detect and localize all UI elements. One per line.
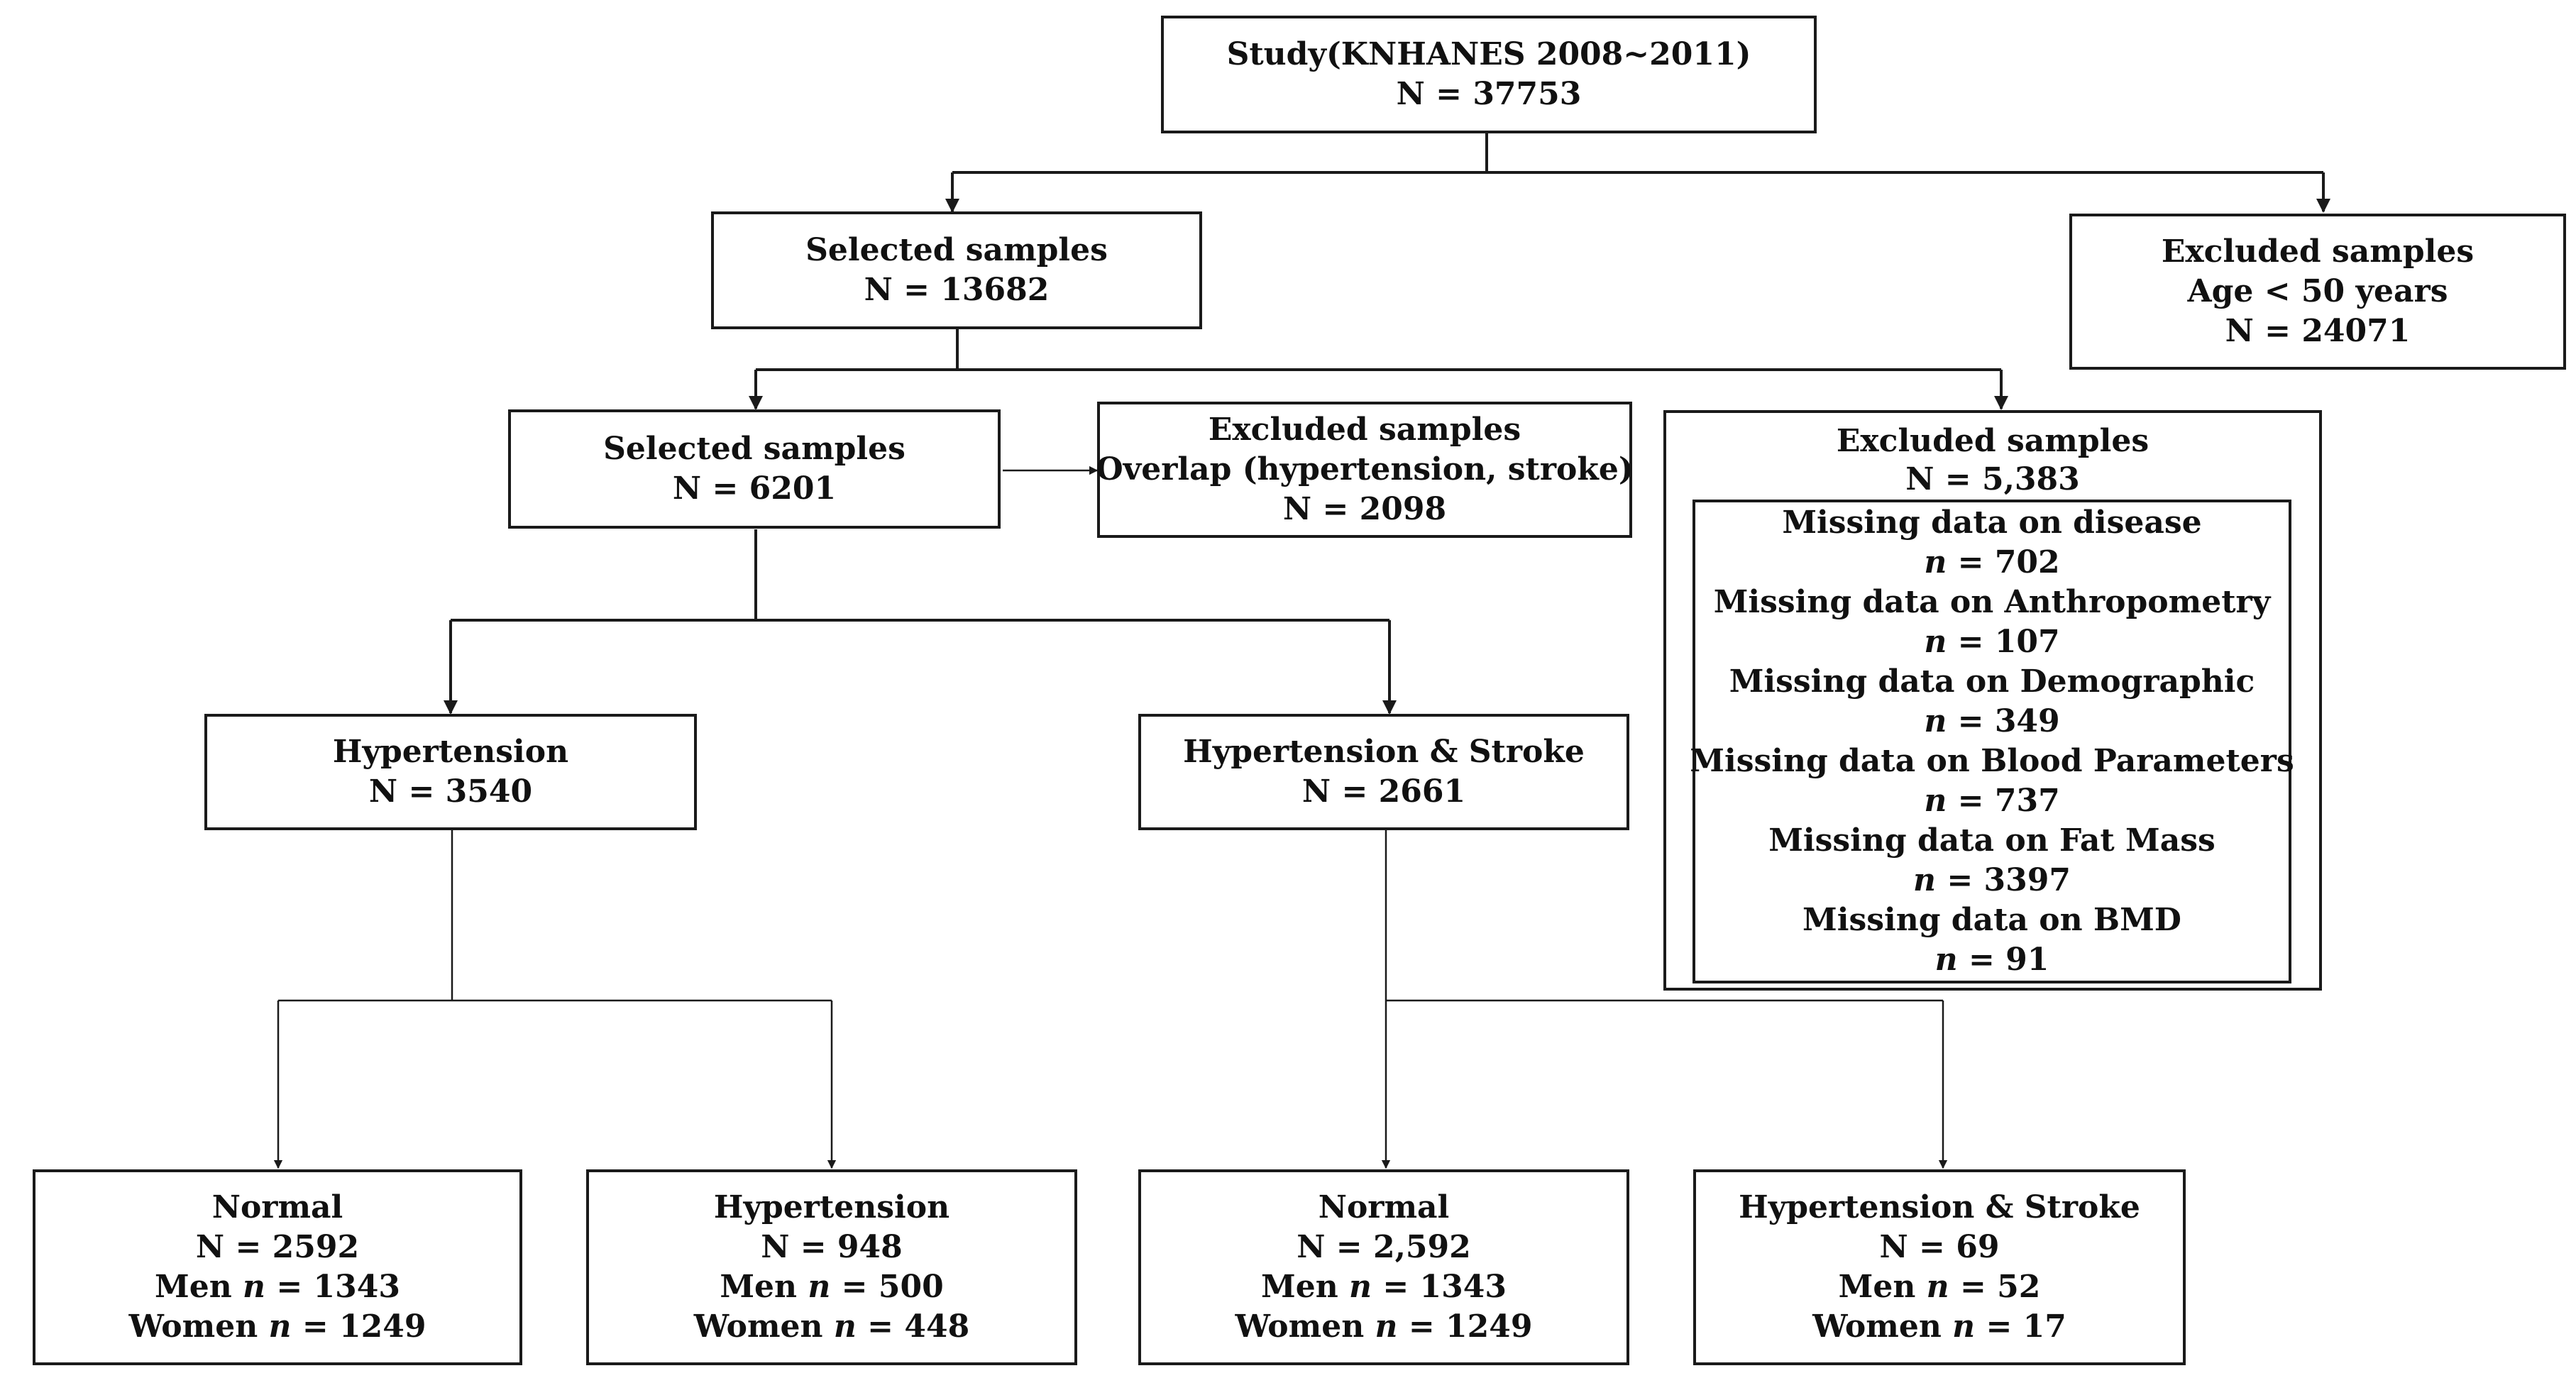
leaf-3-title: Normal — [1318, 1189, 1450, 1225]
excluded-age-reason: Age < 50 years — [2187, 273, 2448, 309]
missing-data-list: Missing data on disease n = 702 Missing … — [1690, 500, 2294, 983]
excluded-age-box: Excluded samples Age < 50 years N = 2407… — [2069, 214, 2566, 370]
excluded-age-count: N = 24071 — [2225, 313, 2411, 349]
leaf-4-count: N = 69 — [1879, 1229, 2000, 1265]
selected-1-count: N = 13682 — [864, 272, 1050, 308]
leaf-3-men: Men n = 1343 — [1261, 1269, 1507, 1305]
missing-item-demographic: Missing data on Demographic n = 349 — [1729, 662, 2255, 742]
leaf-4-title: Hypertension & Stroke — [1739, 1189, 2140, 1225]
leaf-normal-2-box: Normal N = 2,592 Men n = 1343 Women n = … — [1138, 1169, 1629, 1365]
selected-samples-box-2: Selected samples N = 6201 — [508, 409, 1001, 529]
missing-item-bmd: Missing data on BMD n = 91 — [1802, 900, 2181, 980]
group-hyp-stroke-title: Hypertension & Stroke — [1183, 734, 1585, 770]
group-hypertension-title: Hypertension — [332, 734, 569, 770]
missing-item-label: Missing data on Anthropometry — [1713, 584, 2271, 620]
missing-item-disease: Missing data on disease n = 702 — [1782, 503, 2201, 583]
group-hypertension-box: Hypertension N = 3540 — [204, 714, 697, 830]
leaf-hypertension-box: Hypertension N = 948 Men n = 500 Women n… — [586, 1169, 1077, 1365]
leaf-1-women: Women n = 1249 — [128, 1308, 426, 1345]
missing-item-label: Missing data on Fat Mass — [1768, 822, 2216, 859]
leaf-2-title: Hypertension — [713, 1189, 950, 1225]
leaf-4-men: Men n = 52 — [1838, 1269, 2041, 1305]
study-title: Study(KNHANES 2008~2011) — [1226, 36, 1751, 72]
missing-item-fat-mass: Missing data on Fat Mass n = 3397 — [1768, 821, 2216, 900]
selected-1-title: Selected samples — [805, 232, 1108, 268]
missing-item-label: Missing data on Blood Parameters — [1690, 743, 2294, 779]
leaf-2-women: Women n = 448 — [693, 1308, 970, 1345]
group-hyp-stroke-box: Hypertension & Stroke N = 2661 — [1138, 714, 1629, 830]
leaf-2-count: N = 948 — [761, 1229, 903, 1265]
excluded-missing-title: Excluded samples — [1836, 423, 2150, 459]
selected-2-title: Selected samples — [603, 431, 906, 467]
missing-item-label: Missing data on BMD — [1802, 902, 2181, 938]
leaf-1-count: N = 2592 — [195, 1229, 360, 1265]
excluded-overlap-reason: Overlap (hypertension, stroke) — [1096, 451, 1634, 487]
missing-item-anthropometry: Missing data on Anthropometry n = 107 — [1714, 583, 2271, 662]
excluded-overlap-count: N = 2098 — [1282, 491, 1447, 527]
missing-item-count: n = 3397 — [1913, 862, 2071, 898]
leaf-1-men: Men n = 1343 — [155, 1269, 400, 1305]
missing-item-count: n = 107 — [1924, 624, 2060, 660]
leaf-3-women: Women n = 1249 — [1235, 1308, 1533, 1345]
excluded-overlap-title: Excluded samples — [1208, 412, 1521, 448]
excluded-missing-count: N = 5,383 — [1905, 461, 2080, 497]
leaf-hyp-stroke-box: Hypertension & Stroke N = 69 Men n = 52 … — [1693, 1169, 2186, 1365]
missing-item-count: n = 702 — [1924, 544, 2060, 580]
leaf-1-title: Normal — [211, 1189, 343, 1225]
missing-item-count: n = 91 — [1934, 942, 2049, 978]
missing-item-count: n = 349 — [1924, 703, 2060, 739]
study-box: Study(KNHANES 2008~2011) N = 37753 — [1161, 16, 1817, 133]
study-count: N = 37753 — [1396, 76, 1582, 112]
leaf-4-women: Women n = 17 — [1812, 1308, 2066, 1345]
group-hyp-stroke-count: N = 2661 — [1301, 773, 1466, 810]
missing-item-label: Missing data on Demographic — [1729, 663, 2255, 700]
leaf-normal-1-box: Normal N = 2592 Men n = 1343 Women n = 1… — [33, 1169, 522, 1365]
missing-item-blood-parameters: Missing data on Blood Parameters n = 737 — [1690, 742, 2294, 821]
missing-item-label: Missing data on disease — [1782, 505, 2202, 541]
leaf-3-count: N = 2,592 — [1297, 1229, 1471, 1265]
excluded-age-title: Excluded samples — [2161, 233, 2475, 270]
leaf-2-men: Men n = 500 — [720, 1269, 944, 1305]
group-hypertension-count: N = 3540 — [368, 773, 533, 810]
selected-2-count: N = 6201 — [672, 470, 837, 507]
missing-item-count: n = 737 — [1924, 783, 2060, 819]
selected-samples-box-1: Selected samples N = 13682 — [711, 211, 1202, 329]
excluded-overlap-box: Excluded samples Overlap (hypertension, … — [1096, 402, 1634, 538]
